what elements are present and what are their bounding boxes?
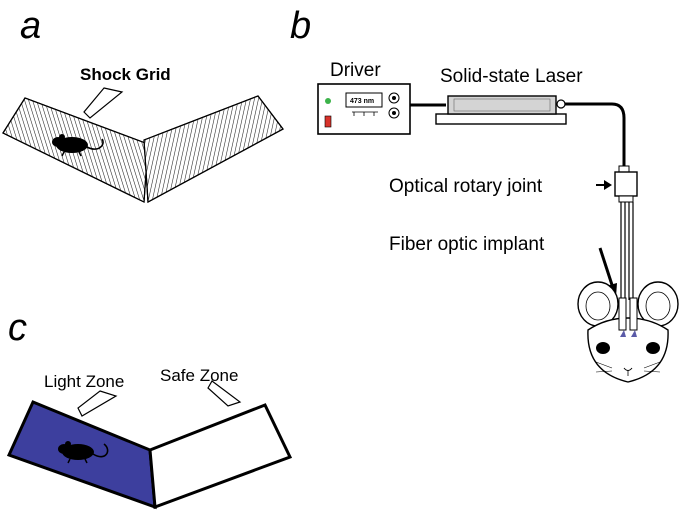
light-zone-pointer-arrow [77,390,118,417]
implant-tip-left [620,330,626,337]
patch-cords [620,202,634,300]
shock-grid-pointer-arrow [83,87,124,119]
right-eye-icon [646,342,660,354]
optical-rotary-joint [614,165,638,203]
safe-zone-label: Safe Zone [160,366,238,385]
panel-b-letter: b [290,5,311,47]
laser-driver-box: 473 nm [317,83,411,135]
shock-grid-label: Shock Grid [80,65,171,84]
mouse-icon [52,134,104,157]
laser-label: Solid-state Laser [440,66,583,87]
optical-fiber-cable [565,102,626,166]
rotary-joint-label: Optical rotary joint [389,176,543,197]
panel-c-letter: c [8,307,27,349]
light-zone-label: Light Zone [44,372,124,391]
power-switch-icon [324,115,332,128]
status-led-icon [325,98,331,104]
implant-tip-right [631,330,637,337]
panel-a-letter: a [20,5,41,47]
implant-label: Fiber optic implant [389,234,545,255]
safe-zone-area [148,403,293,510]
left-eye-icon [596,342,610,354]
implant-pointer-arrow [598,247,615,289]
safe-zone-pointer-arrow [207,380,242,407]
panel-c: c Light Zone Safe Zone [6,307,293,510]
solid-state-laser [435,95,567,125]
panel-b: b Driver Solid-state Laser 473 nm [290,5,679,383]
driver-display-readout: 473 nm [350,98,374,105]
mouse-icon-light-zone [58,441,109,464]
driver-label: Driver [330,60,381,81]
mouse-head-icon [577,281,679,383]
